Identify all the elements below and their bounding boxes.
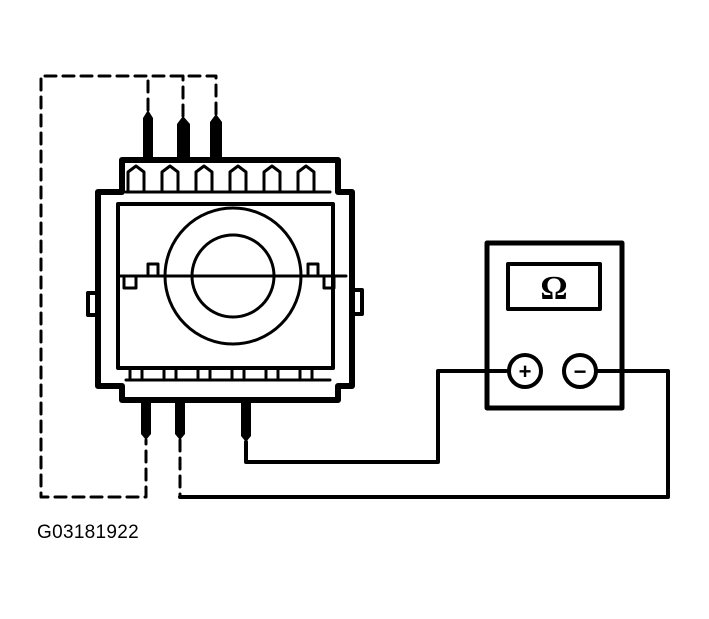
positive-terminal[interactable] — [507, 353, 543, 389]
meter-leads — [178, 369, 670, 499]
positive-terminal-label: + — [519, 359, 532, 384]
ohmmeter: Ω + − — [484, 240, 625, 411]
negative-terminal-label: − — [574, 359, 587, 384]
ohm-symbol: Ω — [540, 270, 567, 307]
negative-terminal[interactable] — [562, 353, 598, 389]
component-body — [86, 157, 364, 403]
rotor-assembly — [116, 206, 348, 346]
top-contact-pins — [124, 164, 332, 194]
dashed-jumper-wires — [39, 74, 218, 499]
figure-code: G03181922 — [37, 522, 140, 543]
bottom-contact-pins — [124, 366, 332, 382]
bottom-probes — [141, 398, 251, 442]
top-probes — [143, 110, 222, 158]
meter-display — [506, 262, 602, 311]
